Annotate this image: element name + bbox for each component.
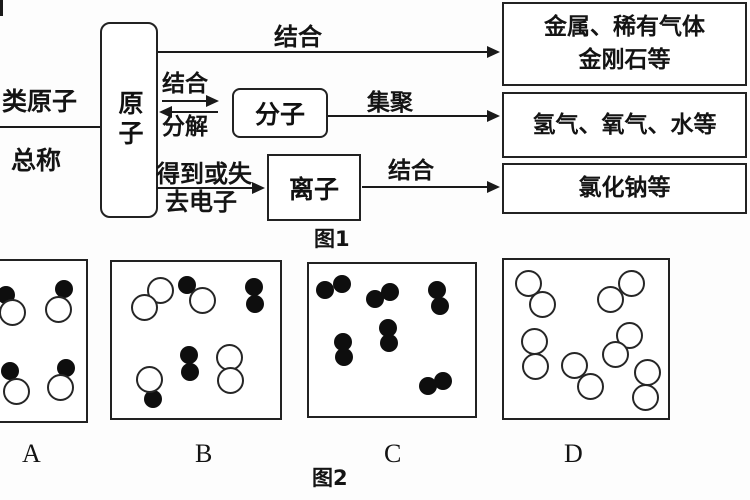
black-atom (316, 281, 334, 299)
aggregate-arrow-line (328, 115, 488, 117)
combine-top-arrowhead (487, 46, 500, 58)
particle-panel-c (307, 262, 477, 418)
result-box-metals: 金属、稀有气体 金刚石等 (502, 2, 747, 86)
aggregate-label: 集聚 (367, 90, 413, 116)
black-atom (55, 280, 73, 298)
white-atom (633, 358, 661, 386)
decompose-arrowhead (159, 106, 172, 118)
cutoff-character-fragment (0, 0, 3, 16)
white-atom (528, 290, 556, 318)
decompose-label: 分解 (162, 114, 208, 140)
black-atom (434, 372, 452, 390)
black-atom (334, 333, 352, 351)
black-atom (57, 359, 75, 377)
white-atom (631, 383, 659, 411)
black-atom (246, 295, 264, 313)
particle-panel-a (0, 259, 88, 423)
white-atom (601, 340, 629, 368)
black-atom (431, 297, 449, 315)
panel-letter-d: D (564, 439, 583, 468)
panel-letter-c: C (384, 439, 402, 468)
white-atom (2, 377, 30, 405)
black-atom (335, 348, 353, 366)
white-atom (130, 293, 158, 321)
black-atom (380, 334, 398, 352)
white-atom (146, 276, 174, 304)
gain-lose-label-line2: 去电子 (165, 188, 237, 216)
gain-lose-label-line1: 得到或失 (156, 160, 252, 188)
combine-mid-arrowhead (206, 95, 219, 107)
white-atom (520, 327, 548, 355)
black-atom (379, 319, 397, 337)
combine-mid-label: 结合 (162, 71, 208, 97)
atom-box-label: 原子 (115, 90, 144, 150)
white-atom (596, 285, 624, 313)
white-atom (0, 298, 26, 326)
combine-mid-arrow-line (162, 100, 207, 102)
particle-panel-b (110, 260, 282, 420)
white-atom (521, 352, 549, 380)
aggregate-arrowhead (487, 110, 500, 122)
white-atom (135, 365, 163, 393)
result-box-metals-line2: 金刚石等 (578, 47, 671, 73)
black-atom (1, 362, 19, 380)
left-label-line2: 总称 (11, 146, 62, 175)
figure2-caption: 图2 (312, 466, 348, 490)
combine-bottom-label: 结合 (388, 158, 434, 184)
combine-bottom-arrow-line (362, 186, 488, 188)
ion-box-label: 离子 (288, 174, 339, 204)
panel-letter-a: A (22, 439, 41, 468)
black-atom (381, 283, 399, 301)
black-atom (181, 363, 199, 381)
result-box-gases-line1: 氢气、氧气、水等 (532, 111, 717, 138)
ion-box: 离子 (267, 154, 361, 221)
atom-box: 原子 (100, 22, 158, 218)
molecule-box: 分子 (232, 88, 328, 138)
black-atom (144, 390, 162, 408)
white-atom (188, 286, 216, 314)
white-atom (46, 373, 74, 401)
decompose-arrow-line (171, 111, 218, 113)
combine-top-label: 结合 (274, 23, 322, 51)
combine-bottom-arrowhead (487, 181, 500, 193)
gain-lose-arrow-line (157, 187, 253, 189)
result-box-metals-line1: 金属、稀有气体 (544, 14, 705, 40)
black-atom (333, 275, 351, 293)
black-atom (419, 377, 437, 395)
figure1-caption: 图1 (314, 227, 350, 251)
molecule-box-label: 分子 (254, 100, 305, 129)
panel-letter-b: B (195, 439, 213, 468)
black-atom (180, 346, 198, 364)
white-atom (44, 295, 72, 323)
white-atom (216, 366, 244, 394)
white-atom (215, 343, 243, 371)
result-box-gases: 氢气、氧气、水等 (502, 92, 747, 158)
black-atom (366, 290, 384, 308)
black-atom (428, 281, 446, 299)
combine-top-arrow-line (158, 51, 488, 53)
black-atom (245, 278, 263, 296)
result-box-salt: 氯化钠等 (502, 163, 747, 214)
particle-panel-d (502, 258, 670, 420)
black-atom (178, 276, 196, 294)
left-connector-line (0, 126, 101, 128)
gain-lose-arrowhead (252, 182, 265, 194)
left-label-line1: 类原子 (2, 87, 78, 116)
white-atom (576, 372, 604, 400)
result-box-salt-line1: 氯化钠等 (578, 175, 671, 201)
